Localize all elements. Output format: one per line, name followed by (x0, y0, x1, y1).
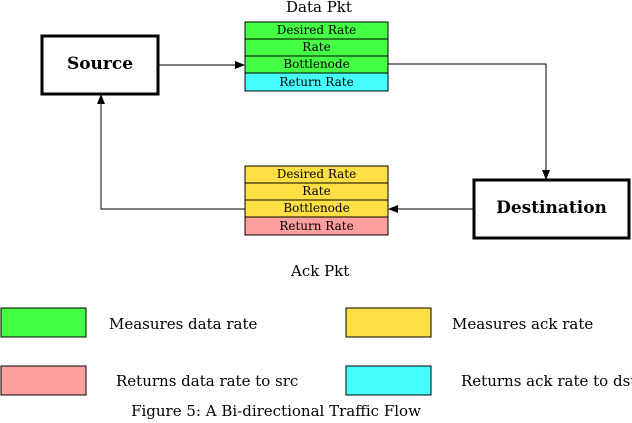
ack-packet-fields (244, 165, 389, 236)
data-packet-fields (244, 21, 389, 92)
legend-label-measures-data-rate: Measures data rate (109, 315, 258, 333)
ack-field-rate: Rate (302, 184, 331, 198)
data-field-return-rate: Return Rate (279, 75, 354, 89)
ack-field-bottlenode: Bottlenode (283, 201, 350, 215)
legend-label-measures-ack-rate: Measures ack rate (452, 315, 594, 333)
source-node-label: Source (66, 54, 134, 74)
data-packet-title: Data Pkt (286, 0, 352, 16)
destination-node-label: Destination (496, 198, 607, 218)
legend-swatch-returns-data-rate (0, 365, 87, 396)
data-field-bottlenode: Bottlenode (283, 57, 350, 71)
legend-swatch-measures-ack-rate (345, 307, 432, 338)
ack-field-return-rate: Return Rate (279, 219, 354, 233)
ack-field-desired-rate: Desired Rate (276, 167, 357, 181)
destination-node-box (472, 178, 631, 240)
figure-caption: Figure 5: A Bi-directional Traffic Flow (131, 402, 421, 420)
legend-swatch-returns-ack-rate (345, 365, 432, 396)
data-field-return-rate-cell (244, 72, 389, 92)
arrow-ack-packet-to-source (97, 94, 245, 210)
legend-swatch-measures-data-rate (0, 307, 87, 338)
ack-packet-title: Ack Pkt (291, 262, 350, 280)
data-field-desired-rate: Desired Rate (276, 23, 357, 37)
arrow-data-packet-to-destination (388, 63, 550, 180)
legend-label-returns-data-rate: Returns data rate to src (116, 372, 299, 390)
data-field-rate: Rate (302, 40, 331, 54)
legend-swatches (0, 307, 432, 396)
legend-label-returns-ack-rate: Returns ack rate to dst (461, 372, 632, 390)
ack-field-return-rate-cell (244, 216, 389, 236)
